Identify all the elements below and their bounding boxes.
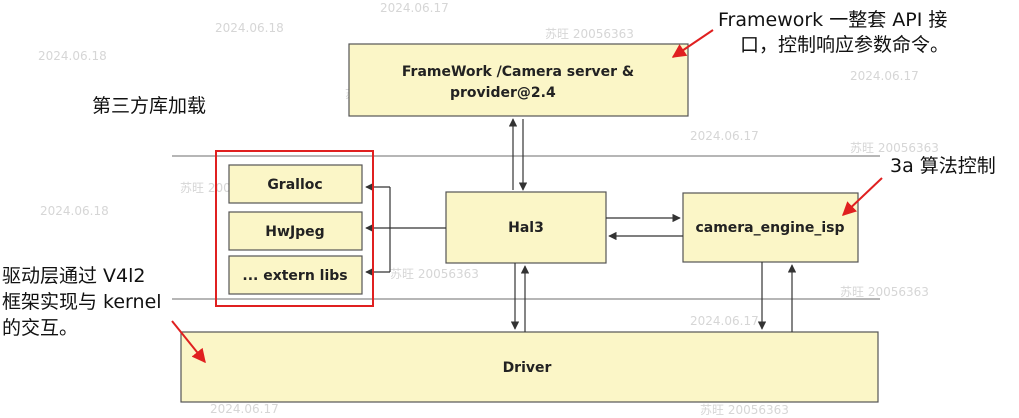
watermark-user: 苏旺 20056363 xyxy=(545,27,634,41)
watermark-date: 2024.06.17 xyxy=(210,402,279,416)
isp-label: camera_engine_isp xyxy=(695,220,844,236)
third-party-libs-highlight xyxy=(215,150,374,307)
watermark-date: 2024.06.17 xyxy=(690,314,759,328)
hal3-box: Hal3 xyxy=(445,191,607,264)
watermark-date: 2024.06.18 xyxy=(38,49,107,63)
driver-label: Driver xyxy=(503,360,552,376)
framework-label-line1: FrameWork /Camera server & xyxy=(402,64,634,80)
framework-box: FrameWork /Camera server & provider@2.4 xyxy=(348,43,689,117)
framework-note-line2: 口，控制响应参数命令。 xyxy=(740,34,949,56)
hwjpeg-label: HwJpeg xyxy=(265,224,324,240)
watermark-date: 2024.06.18 xyxy=(40,204,109,218)
algo-note: 3a 算法控制 xyxy=(890,155,996,177)
watermark-date: 2024.06.18 xyxy=(215,21,284,35)
hal3-label: Hal3 xyxy=(508,220,544,236)
framework-note-arrow xyxy=(671,29,714,58)
algo-note-arrow xyxy=(841,177,883,216)
driver-note-line1: 驱动层通过 V4l2 xyxy=(2,265,146,287)
hwjpeg-box: HwJpeg xyxy=(228,211,363,251)
watermark-date: 2024.06.17 xyxy=(850,69,919,83)
driver-note-line2: 框架实现与 kernel xyxy=(2,291,162,313)
framework-label-line2: provider@2.4 xyxy=(450,85,556,101)
third-party-note: 第三方库加载 xyxy=(92,95,206,117)
watermark-user: 苏旺 20056363 xyxy=(850,141,939,155)
watermark-user: 苏旺 20056363 xyxy=(390,267,479,281)
watermark-date: 2024.06.17 xyxy=(690,129,759,143)
framework-note-line1: Framework 一整套 API 接 xyxy=(718,9,947,31)
watermark-date: 2024.06.17 xyxy=(380,1,449,15)
connectors xyxy=(365,118,797,332)
extern-libs-label: ... extern libs xyxy=(242,268,347,284)
driver-note-line3: 的交互。 xyxy=(2,317,78,339)
gralloc-label: Gralloc xyxy=(267,177,322,193)
driver-note-arrow xyxy=(171,320,206,364)
gralloc-box: Gralloc xyxy=(228,164,363,204)
isp-box: camera_engine_isp xyxy=(682,192,859,263)
watermark-user: 苏旺 20056363 xyxy=(700,403,789,417)
driver-box: Driver xyxy=(180,331,879,403)
watermark-user: 苏旺 20056363 xyxy=(840,285,929,299)
extern-libs-box: ... extern libs xyxy=(228,255,363,295)
